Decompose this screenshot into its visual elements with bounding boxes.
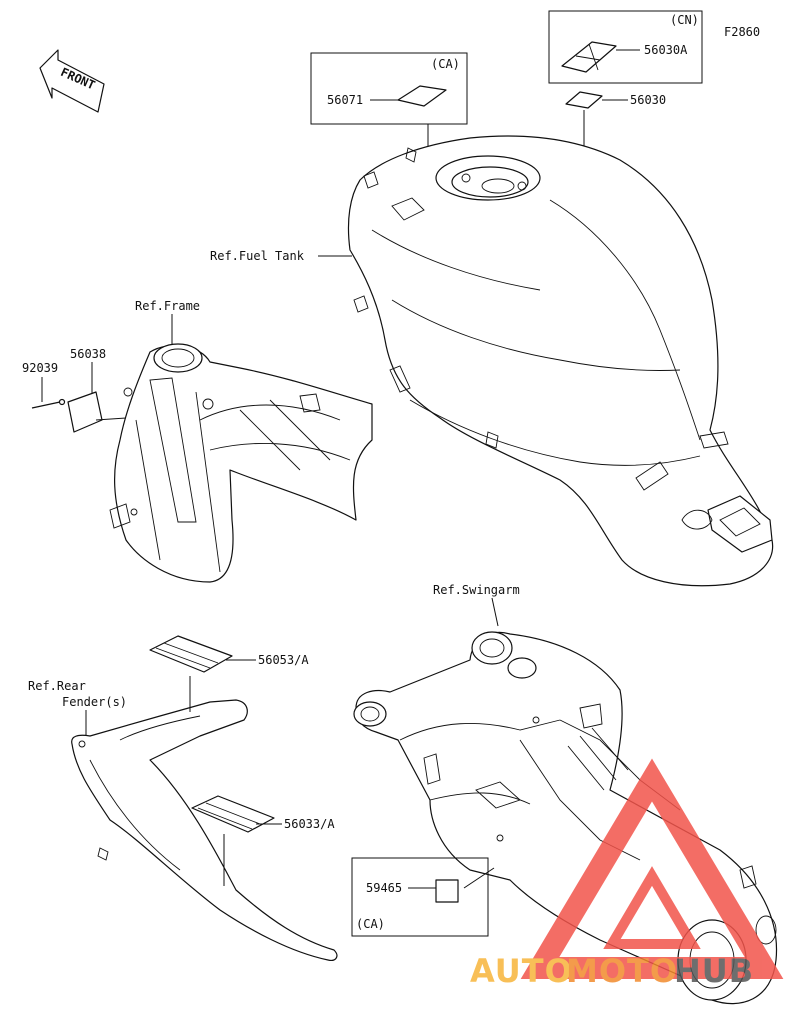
part-56030a: 56030A <box>644 43 688 57</box>
decal-56053 <box>149 635 233 673</box>
ref-frame: Ref.Frame <box>135 299 200 313</box>
swingarm <box>353 631 778 1005</box>
watermark-hub: HUB <box>674 952 754 990</box>
decal-56033 <box>191 795 275 833</box>
region-cn: (CN) <box>670 13 699 27</box>
region-ca-top: (CA) <box>431 57 460 71</box>
watermark: AUTO MOTO HUB <box>470 758 784 990</box>
region-ca-bottom: (CA) <box>356 917 385 931</box>
part-56033: 56033/A <box>284 817 335 831</box>
part-56071: 56071 <box>327 93 363 107</box>
rivet-92039 <box>31 398 66 409</box>
watermark-auto: AUTO <box>470 952 573 990</box>
rear-fender <box>71 699 338 961</box>
decal-56030 <box>565 91 603 109</box>
ref-rear-fender-line1: Ref.Rear <box>28 679 86 693</box>
part-56030: 56030 <box>630 93 666 107</box>
part-92039: 92039 <box>22 361 58 375</box>
frame <box>109 343 373 583</box>
decal-56071 <box>397 85 447 107</box>
ref-swingarm: Ref.Swingarm <box>433 583 520 597</box>
part-56038: 56038 <box>70 347 106 361</box>
ref-fuel-tank: Ref.Fuel Tank <box>210 249 305 263</box>
fuel-tank <box>347 135 774 587</box>
callout-box-cn: (CN) 56030A <box>548 10 703 84</box>
callout-box-ca-bottom: 59465 (CA) <box>351 857 495 937</box>
watermark-triangle-icon <box>520 758 784 979</box>
ref-rear-fender-line2: Fender(s) <box>62 695 127 709</box>
front-arrow-icon: FRONT <box>39 49 105 113</box>
plate-59465 <box>435 879 459 903</box>
decal-56030a <box>561 41 617 73</box>
part-56053: 56053/A <box>258 653 309 667</box>
figure-code: F2860 <box>724 25 760 39</box>
part-59465: 59465 <box>366 881 402 895</box>
watermark-moto: MOTO <box>566 952 678 990</box>
plate-56038 <box>67 391 103 433</box>
